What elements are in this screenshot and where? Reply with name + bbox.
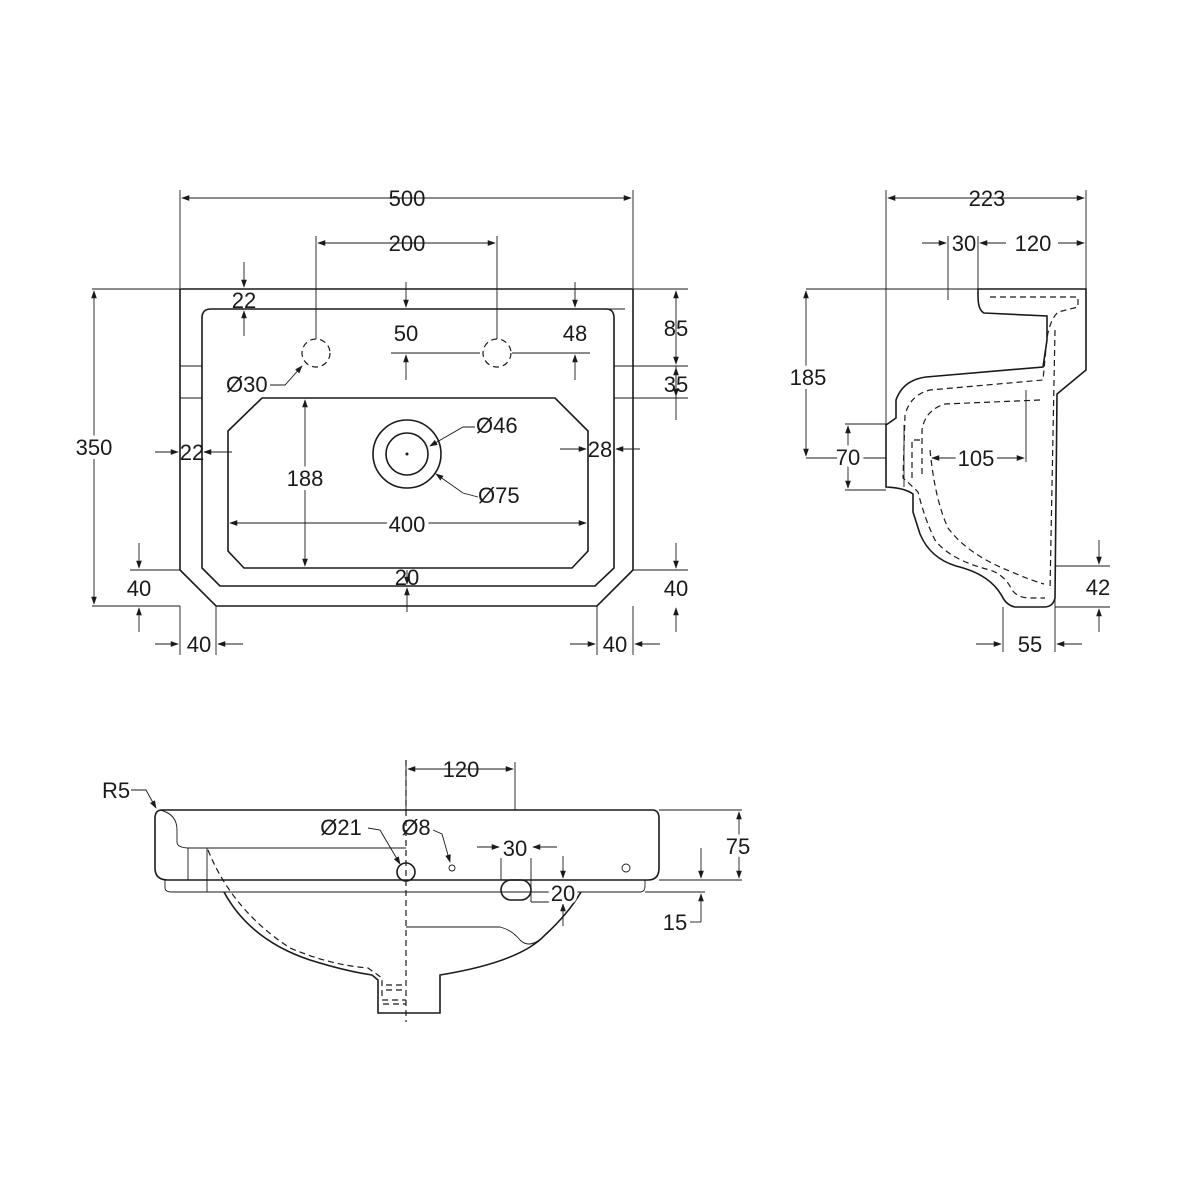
dim-front-margin: 20 [395, 565, 419, 590]
dim-waste-projection: 105 [958, 446, 995, 471]
dim-left-chamfer-h: 40 [187, 632, 211, 657]
side-view: 223 30 120 185 70 105 42 55 [786, 186, 1111, 657]
dim-waste-height: 70 [836, 445, 860, 470]
tap-hole-right [482, 338, 512, 368]
waste-inner-ring [385, 432, 429, 476]
dim-front-rim: 22 [232, 288, 256, 313]
dim-waste-outer: Ø75 [478, 483, 520, 508]
dim-tap-offset-b: 48 [563, 321, 587, 346]
small-hole-right [621, 863, 631, 873]
dim-base-offset: 15 [663, 910, 687, 935]
dim-left-chamfer-v: 40 [127, 576, 151, 601]
dim-right-chamfer-h: 40 [603, 632, 627, 657]
dim-rim-height: 75 [726, 834, 750, 859]
dim-left-rim: 22 [180, 440, 204, 465]
plan-bowl-outline [227, 397, 589, 569]
dim-small-hole: Ø8 [401, 815, 430, 840]
front-bowl-inner [207, 849, 406, 1001]
plan-inner-rim [201, 308, 615, 587]
dim-overall-width: 500 [389, 186, 426, 211]
plan-view: 500 200 22 50 48 85 35 350 22 188 Ø46 Ø7… [72, 186, 689, 657]
front-rim-outline [154, 809, 660, 881]
dim-back-depth: 85 [664, 316, 688, 341]
dim-slot-width: 30 [503, 836, 527, 861]
overflow-slot [500, 879, 532, 901]
dim-slot-height: 20 [551, 881, 575, 906]
waste-hole [396, 862, 416, 882]
dim-waste-inner: Ø46 [476, 413, 518, 438]
dim-radius: R5 [102, 778, 130, 803]
dim-tap-hole: Ø30 [226, 372, 268, 397]
dim-bowl-depth: 188 [287, 466, 324, 491]
dim-right-chamfer-v: 40 [664, 576, 688, 601]
dim-tap-spacing: 200 [389, 231, 426, 256]
dim-foot-height: 42 [1086, 575, 1110, 600]
side-outer-profile [885, 288, 1087, 608]
tap-hole-left [301, 338, 331, 368]
dim-rim-step: 35 [664, 372, 688, 397]
waste-outer-ring [372, 419, 442, 489]
dim-overall-projection: 223 [969, 186, 1006, 211]
front-bowl-outline [223, 891, 582, 1014]
dim-overflow-width: 120 [443, 757, 480, 782]
dim-wall-offset: 120 [1015, 231, 1052, 256]
dim-overall-depth: 350 [76, 435, 113, 460]
small-hole-left [448, 864, 456, 872]
dim-bowl-width: 400 [389, 512, 426, 537]
dim-side-height: 185 [790, 365, 827, 390]
dim-waste-dia: Ø21 [320, 815, 362, 840]
dim-foot-width: 55 [1018, 632, 1042, 657]
side-inner-wall [902, 296, 1079, 599]
dim-tap-offset-a: 50 [394, 321, 418, 346]
dim-right-rim: 28 [588, 437, 612, 462]
front-view: R5 120 Ø21 Ø8 30 20 75 15 [102, 757, 754, 1022]
dim-rim-offset: 30 [952, 231, 976, 256]
